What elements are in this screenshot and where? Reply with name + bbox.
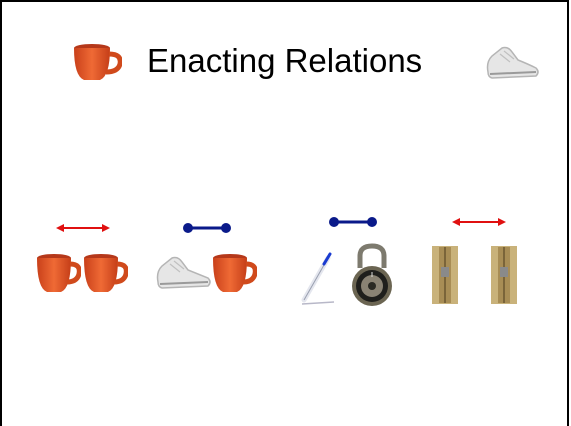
same-connector-icon: [328, 215, 378, 229]
cup-icon: [35, 252, 81, 296]
slide-title: Enacting Relations: [147, 42, 423, 79]
clothespin-icon: [431, 245, 459, 305]
cup-icon: [72, 42, 122, 84]
different-arrow-icon: [56, 222, 110, 234]
cup-icon: [82, 252, 128, 296]
padlock-icon: [348, 242, 396, 308]
shoe-icon: [154, 252, 212, 292]
different-arrow-icon: [452, 216, 506, 228]
cup-icon: [211, 252, 257, 296]
shoe-icon: [484, 42, 540, 82]
pen-icon: [300, 252, 340, 308]
same-connector-icon: [182, 221, 232, 235]
clothespin-icon: [490, 245, 518, 305]
